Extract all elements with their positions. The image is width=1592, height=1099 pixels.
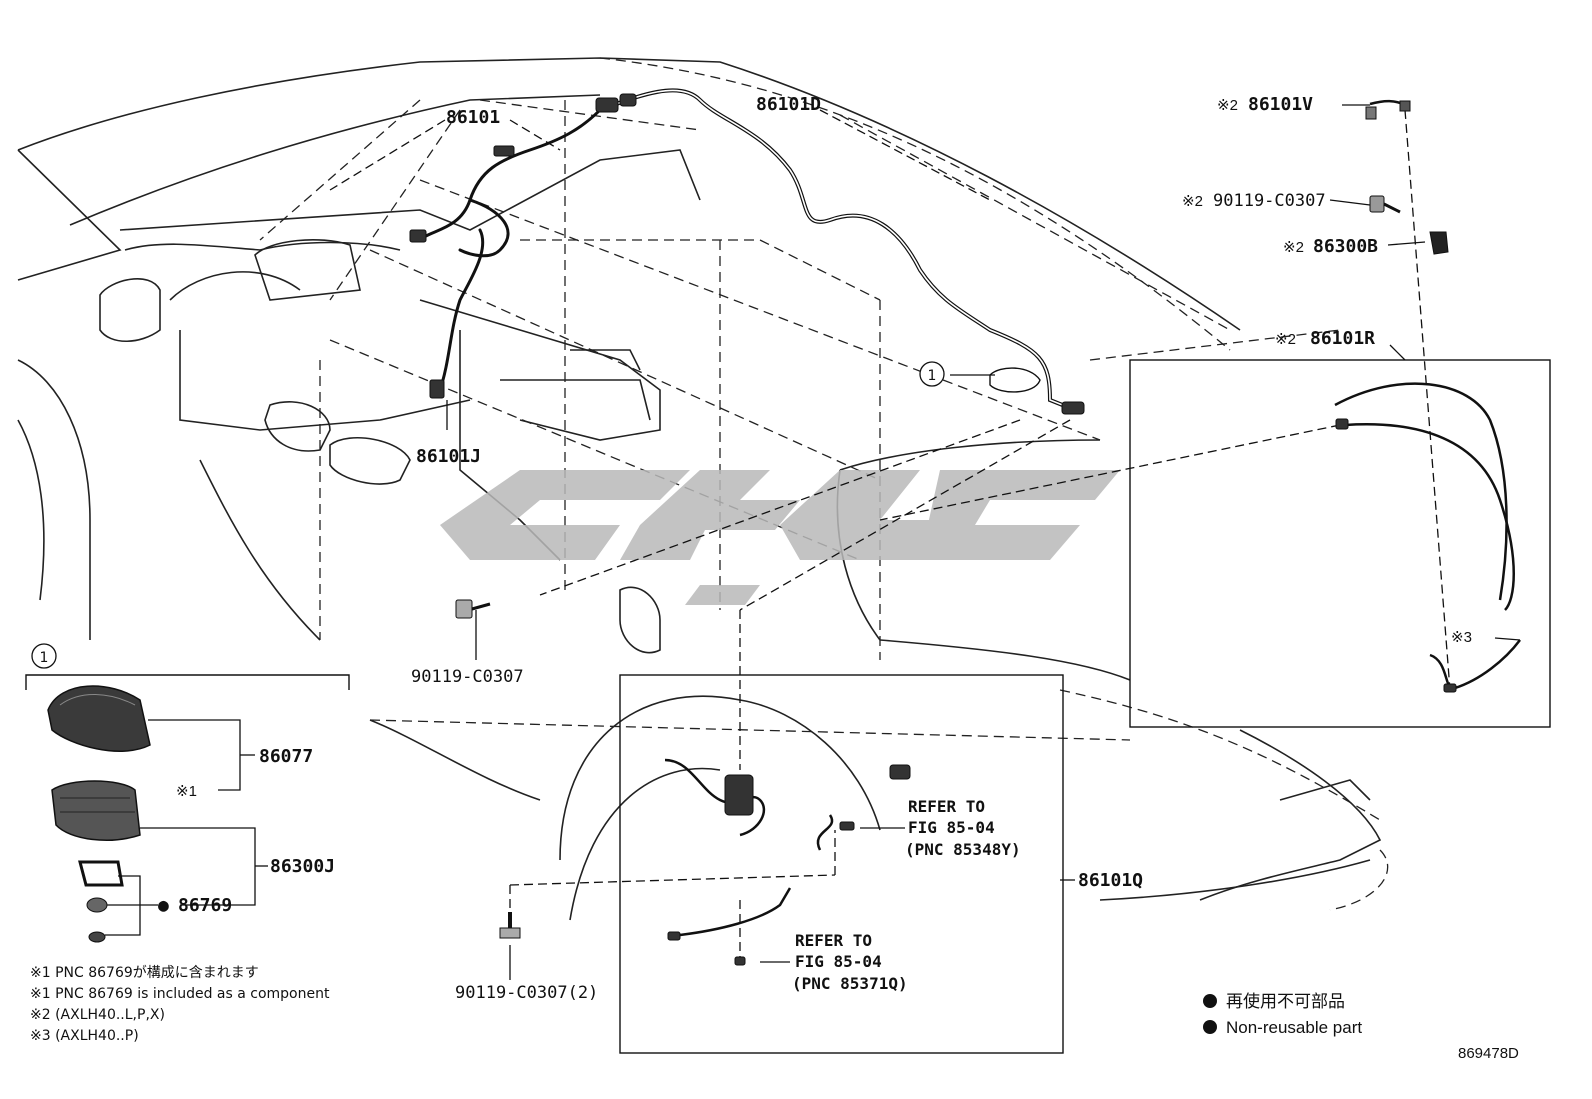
clip-86300B-icon	[1429, 231, 1449, 255]
svg-text:1: 1	[928, 368, 937, 384]
footnote-3: ※3 (AXLH40..P)	[30, 1028, 139, 1044]
svg-text:REFER TO: REFER TO	[795, 931, 872, 950]
label-90119-bottom: 90119-C0307(2)	[455, 983, 598, 1003]
label-86077: 86077	[259, 746, 313, 767]
legend: 再使用不可部品 Non-reusable part	[1203, 991, 1362, 1037]
label-86101J: 86101J	[416, 446, 481, 467]
label-86101V: 86101V	[1248, 94, 1313, 115]
connector-86101Q-icons	[667, 418, 1457, 966]
svg-text:FIG 85-04: FIG 85-04	[908, 818, 995, 837]
mark-x3: ※3	[1451, 629, 1472, 646]
svg-text:1: 1	[40, 650, 49, 666]
bolt-mid-icon	[455, 599, 491, 619]
footnote-1-jp: ※1 PNC 86769が構成に含まれます	[30, 965, 259, 981]
detail-box-86101Q	[619, 674, 1064, 1054]
washer-icon	[88, 931, 106, 943]
mark-x2-90119: ※2	[1182, 193, 1203, 210]
label-86101D: 86101D	[756, 94, 821, 115]
bolt-bottom-icon	[499, 912, 521, 939]
refer-to-85371Q: REFER TO FIG 85-04 (PNC 85371Q)	[792, 931, 908, 993]
nonreusable-dot-86769: ●	[158, 895, 169, 916]
nut-icon	[86, 897, 108, 913]
body-hidden-lines	[259, 57, 1389, 911]
drawing-code: 869478D	[1458, 1045, 1519, 1062]
footnote-1-en: ※1 PNC 86769 is included as a component	[30, 986, 330, 1002]
mark-x2-86101V: ※2	[1217, 97, 1238, 114]
svg-text:REFER TO: REFER TO	[908, 797, 985, 816]
gasket-86769-icon	[78, 860, 124, 887]
mark-x2-86300B: ※2	[1283, 239, 1304, 256]
label-90119-top: 90119-C0307	[1213, 191, 1326, 211]
connector-86101V-icon	[1365, 99, 1411, 120]
refer-to-85348Y: REFER TO FIG 85-04 (PNC 85348Y)	[905, 797, 1021, 859]
bolt-top-icon	[1369, 195, 1401, 214]
connector-blocks	[409, 93, 1085, 415]
detail-box-86101R	[1129, 359, 1551, 728]
antenna-cover-86077-icon	[47, 685, 151, 752]
label-86101R: 86101R	[1310, 328, 1375, 349]
legend-dot-icon	[1203, 994, 1217, 1008]
legend-dot-icon-2	[1203, 1020, 1217, 1034]
label-86101Q: 86101Q	[1078, 870, 1143, 891]
wire-harness-86101	[418, 108, 602, 392]
leader-lines	[329, 109, 1451, 960]
callout-circle-1-inset: 1	[31, 643, 57, 669]
antenna-mount-shape	[989, 367, 1041, 393]
wire-harness-86101D-inner	[599, 89, 1076, 411]
watermark-logo	[440, 470, 1120, 605]
label-90119-mid: 90119-C0307	[411, 667, 524, 687]
callout-circle-1-main: 1	[919, 361, 945, 387]
label-86300B: 86300B	[1313, 236, 1378, 257]
inset-bracket	[25, 674, 350, 690]
svg-text:(PNC 85371Q): (PNC 85371Q)	[792, 974, 908, 993]
harness-86101Q-icon	[664, 382, 1521, 937]
label-86769: 86769	[178, 895, 232, 916]
legend-jp: 再使用不可部品	[1226, 991, 1345, 1011]
detail-boxes	[25, 359, 1551, 1054]
label-86300J: 86300J	[270, 856, 335, 877]
mark-x1-86077: ※1	[176, 783, 197, 800]
label-86101: 86101	[446, 107, 500, 128]
mark-x2-86101R: ※2	[1275, 331, 1296, 348]
footnotes: ※1 PNC 86769が構成に含まれます ※1 PNC 86769 is in…	[30, 965, 330, 1044]
inset-bracket-lines	[105, 719, 268, 936]
footnote-2: ※2 (AXLH40..L,P,X)	[30, 1007, 165, 1023]
antenna-base-86300J-icon	[51, 780, 141, 841]
svg-text:FIG 85-04: FIG 85-04	[795, 952, 882, 971]
legend-en: Non-reusable part	[1226, 1018, 1362, 1037]
svg-text:(PNC 85348Y): (PNC 85348Y)	[905, 840, 1021, 859]
solid-leaders	[446, 104, 1521, 980]
car-body-outline	[17, 57, 1382, 921]
wire-harness-86101D	[598, 88, 1077, 412]
